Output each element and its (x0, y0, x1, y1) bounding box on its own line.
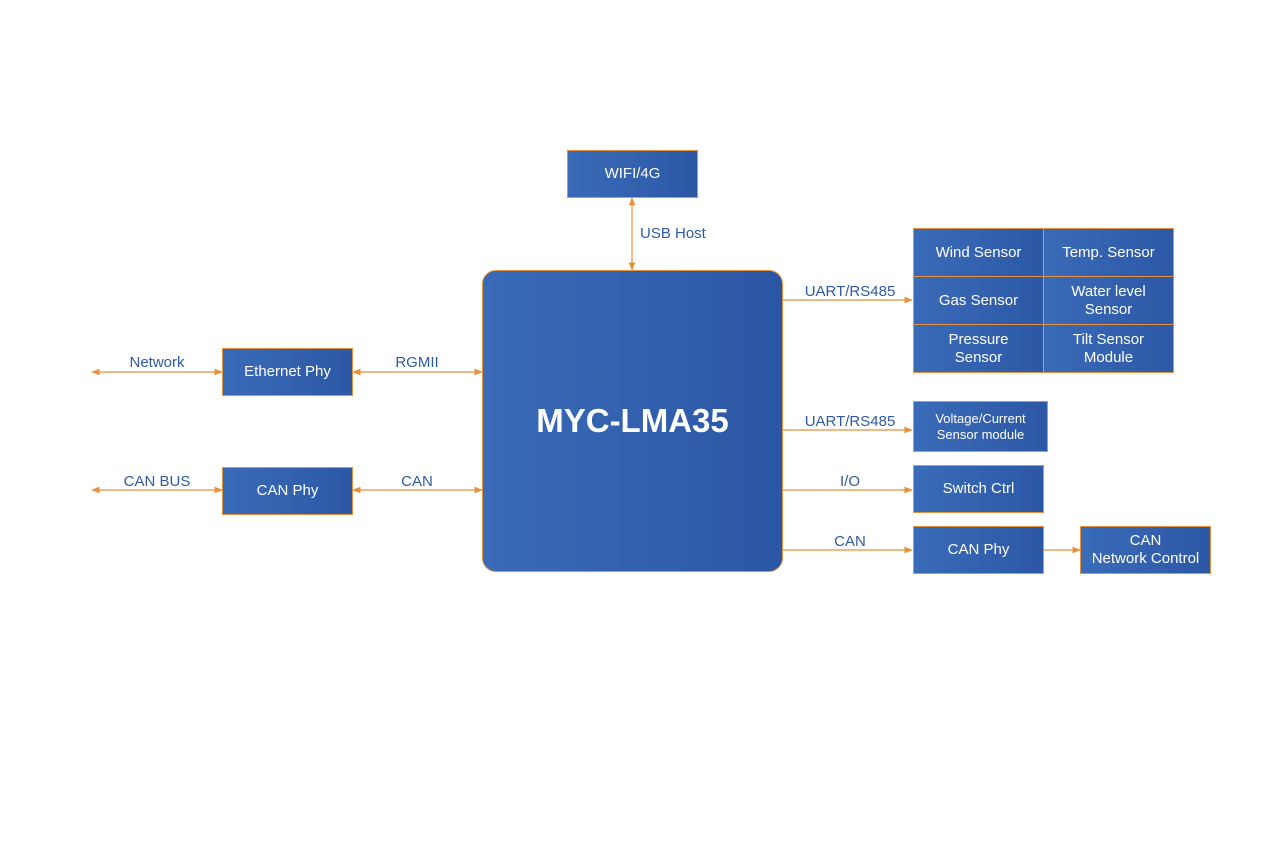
can-network-control-module: CAN Network Control (1080, 526, 1211, 574)
pressure-sensor-cell: Pressure Sensor (913, 324, 1044, 373)
uart-vc-label: UART/RS485 (804, 413, 896, 430)
switch-ctrl-label: Switch Ctrl (942, 480, 1015, 497)
can-phy-left-label: CAN Phy (256, 482, 319, 499)
io-label: I/O (839, 473, 861, 490)
wind-sensor-cell: Wind Sensor (913, 228, 1044, 277)
uart-sensors-label: UART/RS485 (804, 283, 896, 300)
can-right-link-label: CAN (834, 533, 866, 550)
rgmii-label: RGMII (395, 354, 439, 371)
tilt-sensor-cell: Tilt Sensor Module (1043, 324, 1174, 373)
water-level-line2: Sensor (1084, 300, 1133, 318)
ethernet-phy-module: Ethernet Phy (222, 348, 353, 396)
can-phy-left-module: CAN Phy (222, 467, 353, 515)
can-network-line1: CAN (1129, 532, 1162, 549)
network-label: Network (129, 354, 185, 371)
can-bus-label: CAN BUS (123, 473, 191, 490)
tilt-line2: Module (1083, 348, 1134, 366)
gas-sensor-label: Gas Sensor (938, 291, 1019, 309)
can-network-line2: Network Control (1091, 550, 1200, 567)
water-level-line1: Water level (1071, 282, 1146, 300)
can-phy-right-module: CAN Phy (913, 526, 1044, 574)
temp-sensor-label: Temp. Sensor (1062, 243, 1155, 261)
switch-ctrl-module: Switch Ctrl (913, 465, 1044, 513)
main-chip: MYC-LMA35 (482, 270, 783, 572)
chip-name: MYC-LMA35 (536, 402, 729, 439)
vc-line2: Sensor module (936, 426, 1025, 442)
can-left-link-label: CAN (401, 473, 433, 490)
gas-sensor-cell: Gas Sensor (913, 276, 1044, 325)
voltage-current-module: Voltage/Current Sensor module (913, 401, 1048, 452)
wifi-4g-label: WIFI/4G (604, 165, 661, 182)
tilt-line1: Tilt Sensor (1072, 330, 1145, 348)
can-phy-right-label: CAN Phy (947, 541, 1010, 558)
water-level-sensor-cell: Water level Sensor (1043, 276, 1174, 325)
vc-line1: Voltage/Current (935, 410, 1026, 426)
usb-host-label: USB Host (640, 225, 706, 242)
pressure-line2: Sensor (954, 348, 1003, 366)
ethernet-phy-label: Ethernet Phy (244, 363, 331, 380)
wifi-4g-module: WIFI/4G (567, 150, 698, 198)
temp-sensor-cell: Temp. Sensor (1043, 228, 1174, 277)
wind-sensor-label: Wind Sensor (935, 243, 1022, 261)
pressure-line1: Pressure (948, 330, 1009, 348)
